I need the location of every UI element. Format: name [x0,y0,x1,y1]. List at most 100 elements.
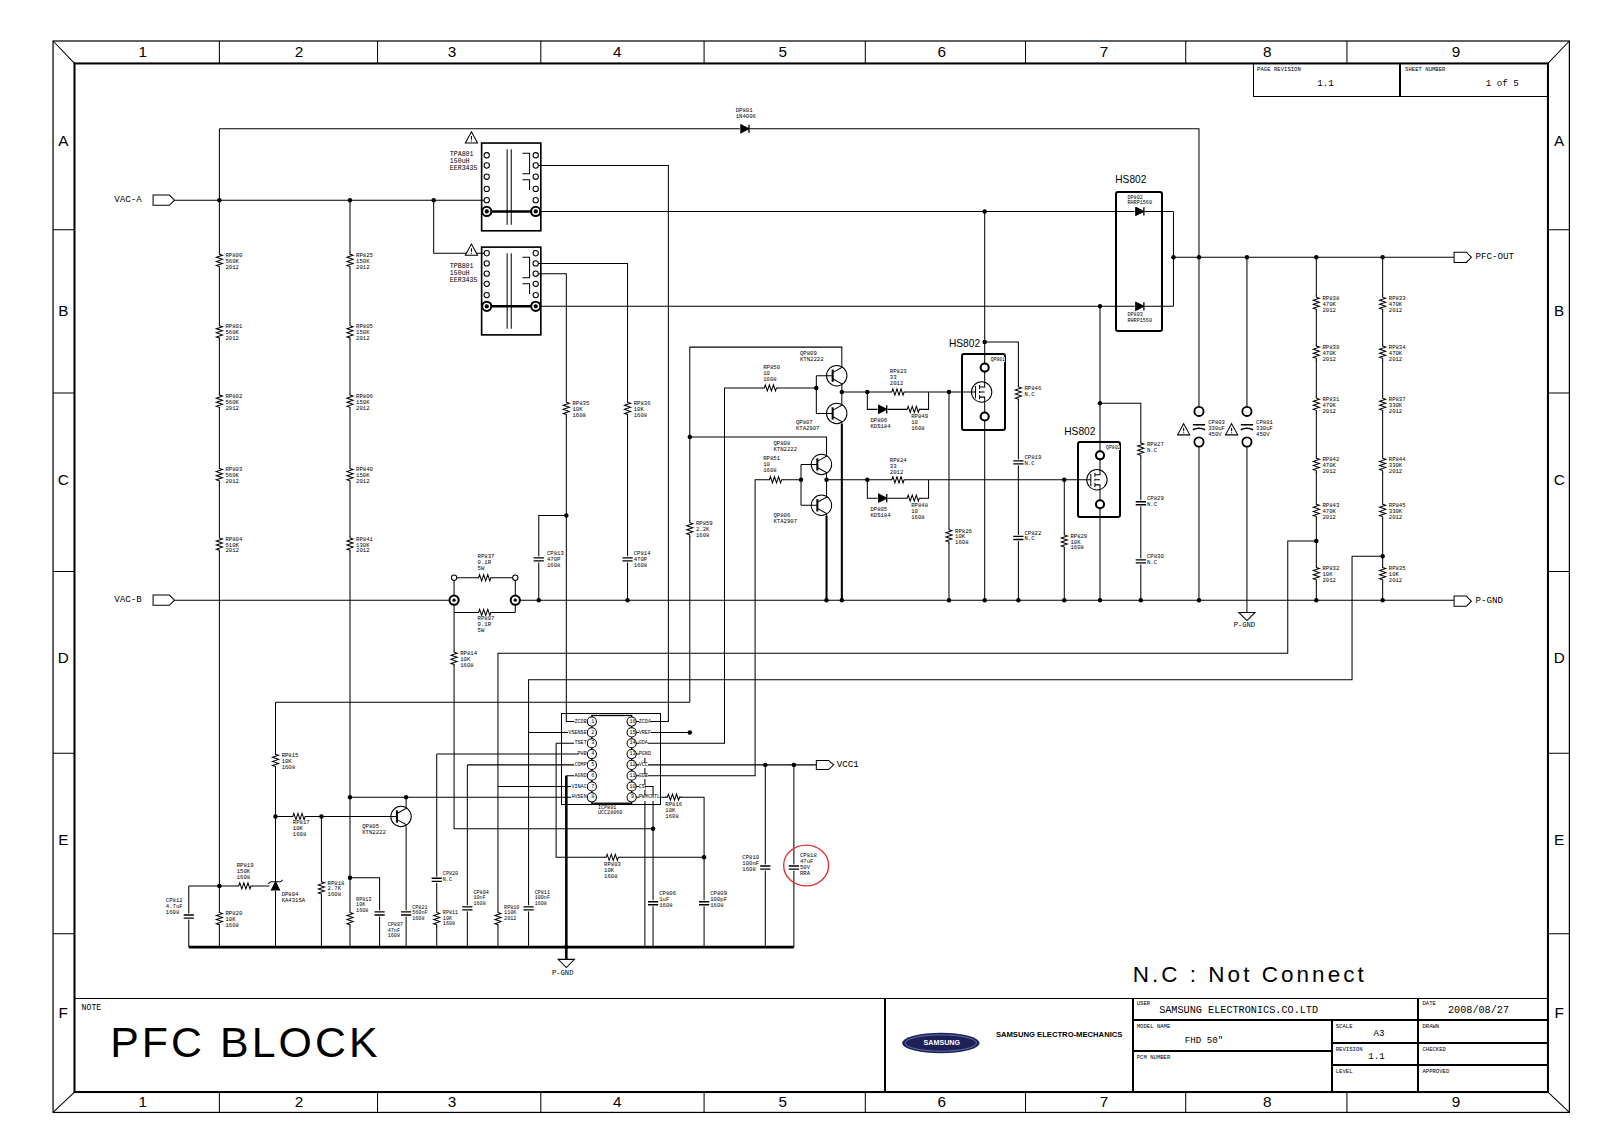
part-label-holder: RP801 560K 2012 [226,324,243,342]
ic-box-text: HVSEN [571,795,586,800]
wire [498,541,1383,947]
frame [53,41,1569,1112]
grid-reference-holder: 4 [613,1094,622,1110]
grid-reference: 3 [448,44,457,60]
grid-reference: 5 [778,44,787,60]
grid-reference-holder: 7 [1100,1094,1109,1110]
component-symbol [346,324,354,340]
part-label-holder: CP818 47uF 50V RRA [800,853,817,877]
ic-box-text-holder: CS [639,785,645,790]
component-symbol [890,476,906,484]
ic-box-text: 12 [630,763,636,768]
ic-box-text: 6 [591,774,594,779]
heatsink-box-text: HS802 [949,339,980,350]
ic-box-text-holder: ZCDA [639,720,651,725]
part-label: RP842 470K 2012 [1322,457,1339,475]
part-label: RP832 10K 2012 [1322,566,1339,584]
title-block-cell-text: PCM NUMBER [1137,1055,1171,1061]
grid-reference-holder: 6 [938,44,947,60]
wire [538,165,669,721]
part-label: CP807 47nF 1608 [388,923,403,939]
ic-box-text-holder: 2 [591,731,594,736]
ic-box-text-holder: VINAC [571,785,586,790]
junction-dot [431,198,435,202]
component-symbol [665,793,681,801]
grid-reference: A [1554,133,1564,149]
transformer-symbol [484,163,489,168]
title-block-cell-text-holder: SAMSUNG ELECTRONICS.CO.LTD [1159,1006,1318,1017]
part-label-holder: CP809 100pF 1608 [710,891,727,909]
transformer-symbol [484,186,489,191]
part-label: RP816 10K 1608 [665,802,682,820]
ic-box-text: 10 [630,785,636,790]
title-block-cell: APPROVED [1418,1065,1548,1092]
component-symbol [1137,441,1145,457]
part-label-holder: RP813 10K 1608 [356,898,371,914]
component-symbol [945,528,953,544]
junction-dot [840,390,844,394]
grid-reference-holder: A [1554,133,1564,149]
part-label: RP811 10K 1608 [443,911,458,927]
part-label-holder: RP844 330K 2012 [1389,457,1406,475]
part-label: RP815 10K 1608 [282,753,299,771]
wire [454,578,515,613]
grid-reference-holder: C [1554,472,1565,488]
component-symbol [450,650,458,666]
component-symbol [183,913,195,919]
part-label: RP829 10K 1608 [1070,534,1087,552]
part-label-holder: RP846 N.C [1024,386,1041,398]
junction-dot [348,875,352,879]
part-label-holder: CP811 100nF 1608 [535,891,550,907]
part-label: RP825 150K 2012 [356,253,373,271]
grid-reference-holder: 3 [448,1094,457,1110]
title-block-cell: SAMSUNGSAMSUNG ELECTRO-MECHANICS [885,998,1133,1092]
component-symbol [1240,407,1254,447]
ic-box-text-holder: TSET [574,741,586,746]
part-label: RP814 10K 1608 [460,651,477,669]
title-block-cell: REVISION1.1 [1332,1043,1419,1065]
grid-reference-holder: 1 [139,44,148,60]
grid-reference-holder: D [1554,650,1565,666]
junction-dot [1197,598,1201,602]
part-label: VAC-A [114,195,142,205]
component-symbol [621,556,633,562]
grid-reference: 7 [1100,44,1109,60]
ic-box-text-holder: 11 [630,774,636,779]
junction-dot [1016,598,1020,602]
heatsink-box: HS802QP801 [961,353,1006,431]
ic-box: ZCDB1VSENSE2TSET3PHB4COMP5AGND6VINAC7HVS… [561,713,661,805]
ic-box-text-holder: 5 [591,763,594,768]
part-label: RP807 0.1R 5W [478,616,495,634]
part-label: CP814 470P 1608 [634,551,651,569]
component-symbol [1379,565,1387,581]
part-label-holder: RP827 N.C [1147,442,1164,454]
transformer-symbol [482,302,491,311]
title-block-cell-text-holder: LEVEL [1336,1069,1353,1075]
title-block-cell-text-holder: A3 [1373,1029,1384,1039]
part-label: RP839 470K 2012 [1322,345,1339,363]
junction-dot [982,598,986,602]
ic-box-text-holder: PWMCNTL [639,795,660,800]
part-label: RP843 470K 2012 [1322,503,1339,521]
grid-reference: D [58,650,69,666]
heatsink-box-text: QP802 [1106,445,1120,450]
part-label: RP835 10K 1608 [572,401,589,419]
component-symbol [811,454,831,474]
junction-dot [217,198,1385,949]
part-label-holder: RP839 470K 2012 [1322,345,1339,363]
frame [74,63,1547,1092]
grid-reference-holder: 1 [139,1094,148,1110]
title-block-cell-text: MODEL NAME [1137,1024,1171,1030]
ic-body [587,749,596,758]
part-label: QP808 KTN2222 [773,441,797,453]
heatsink-box-text-holder: HS802 [949,339,980,350]
wire [189,702,690,947]
junction-dot [1062,478,1066,482]
junction-dot [1245,255,1249,259]
wire [556,743,704,857]
part-label-holder: DP806 KDS184 [870,418,890,430]
transformer-symbol [484,153,489,158]
component-symbol [346,910,354,926]
component-symbol [477,608,493,616]
